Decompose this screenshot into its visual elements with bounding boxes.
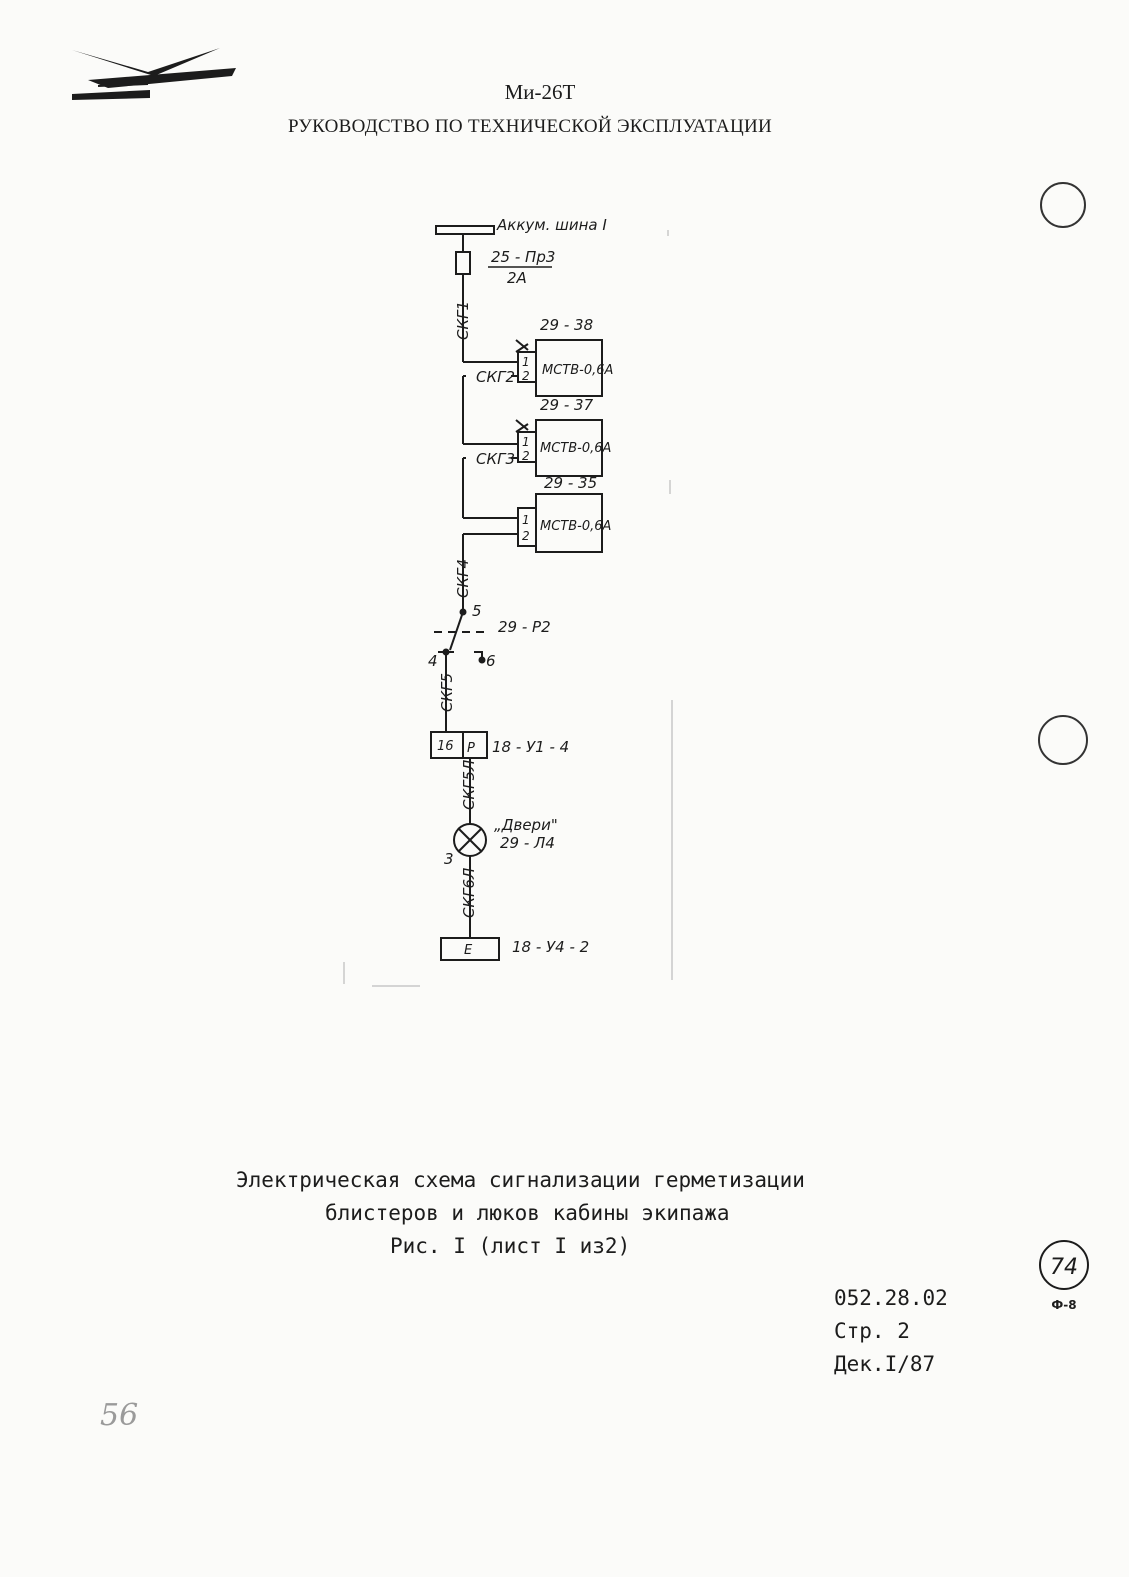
aircraft-model-title: Ми-26Т (504, 80, 576, 104)
connector1-pin: 16 (437, 739, 454, 754)
device-3-ref: 29 - 35 (544, 474, 597, 492)
figure-caption-line-2: блистеров и люков кабины экипажа (325, 1201, 730, 1225)
binder-hole-top (1040, 182, 1086, 228)
connector1-ref: 18 - У1 - 4 (492, 738, 569, 756)
fuse-rating-label: 2А (507, 269, 527, 287)
wire-label-6l: СКГ6Л (460, 868, 478, 918)
device-1-ref: 29 - 38 (540, 316, 593, 334)
relay-pin-5: 5 (472, 602, 482, 620)
relay-pin-4: 4 (428, 652, 438, 670)
relay-pin-6: 6 (486, 652, 496, 670)
handwritten-note: 56 (100, 1398, 139, 1433)
connector-18-u1-4 (430, 731, 488, 759)
dev3-pin1: 1 (522, 513, 530, 527)
relay-ref: 29 - Р2 (498, 618, 551, 636)
connector1-socket: Р (467, 741, 475, 756)
dev1-pin2: 2 (522, 369, 530, 383)
manual-title: РУКОВОДСТВО ПО ТЕХНИЧЕСКОЙ ЭКСПЛУАТАЦИИ (287, 116, 773, 137)
battery-bus (435, 225, 495, 235)
mstv-device-2 (535, 419, 603, 477)
wire-label-2: СКГ2 (476, 368, 515, 386)
dev3-pin2: 2 (522, 529, 530, 543)
page-number: Стр. 2 (834, 1319, 910, 1343)
device-3-type: МСТВ-0,6А (540, 519, 611, 534)
stamp-number: 74 (1050, 1255, 1078, 1280)
figure-caption-line-3: Рис. I (лист I из2) (390, 1234, 631, 1258)
wire-label-3: СКГ3 (476, 450, 515, 468)
fuse-ref-label: 25 - Пр3 (491, 248, 555, 266)
dev1-pin1: 1 (522, 355, 530, 369)
device-2-type: МСТВ-0,6А (540, 441, 611, 456)
company-logo (68, 42, 240, 104)
lamp-pin: 3 (444, 850, 454, 868)
bus-label: Аккум. шина I (496, 216, 607, 234)
logo-icon (72, 48, 236, 100)
stamp-mark: Ф-8 (1051, 1298, 1076, 1312)
wire-label-1: СКГ1 (454, 301, 472, 340)
binder-holes (1038, 182, 1088, 765)
stamp-circle-icon (1039, 1240, 1089, 1290)
figure-caption-line-1: Электрическая схема сигнализации гермети… (236, 1168, 805, 1192)
fuse-symbol (455, 251, 471, 275)
connector2-socket: Е (464, 943, 473, 958)
document-number: 052.28.02 (834, 1286, 948, 1310)
mstv-device-3 (535, 493, 603, 553)
wire-label-4: СКГ4 (454, 559, 472, 598)
dev2-pin2: 2 (522, 449, 530, 463)
wire-label-5l: СКГ5Л (460, 760, 478, 810)
lamp-name: „Двери" (494, 816, 558, 834)
inspection-stamp: 74 Ф-8 (1036, 1237, 1092, 1317)
device-2-ref: 29 - 37 (540, 396, 594, 414)
dev2-pin1: 1 (522, 435, 530, 449)
connector2-ref: 18 - У4 - 2 (512, 938, 589, 956)
lamp-ref: 29 - Л4 (500, 834, 555, 852)
connector-18-u4-2 (440, 937, 500, 961)
wire-label-5: СКГ5 (438, 673, 456, 712)
device-1-type: МСТВ-0,6А (542, 363, 613, 378)
revision-date: Дек.I/87 (834, 1352, 936, 1376)
binder-hole-middle (1038, 715, 1088, 765)
mstv-device-1 (535, 339, 603, 397)
